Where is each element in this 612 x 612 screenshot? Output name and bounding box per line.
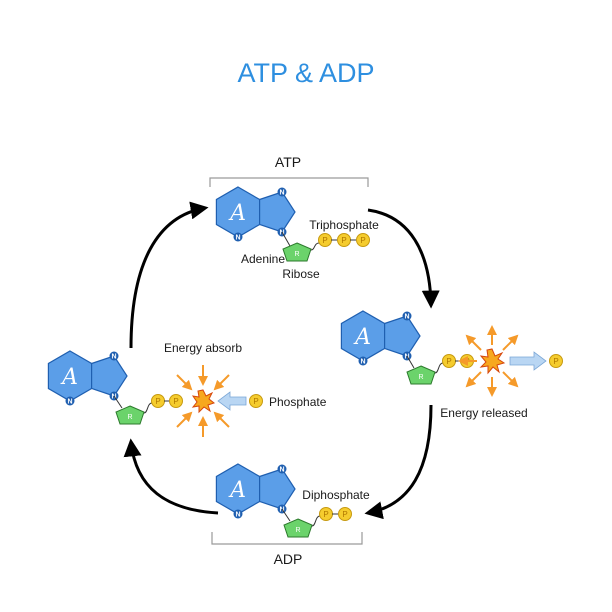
svg-text:N: N: [279, 467, 284, 474]
svg-text:P: P: [253, 397, 258, 406]
cycle-arrow-right-down: [364, 404, 433, 520]
ribose-icon: R: [283, 518, 313, 538]
transfer-arrow-in-icon: [217, 391, 247, 411]
adp-molecule: A N N N R P P Diphosphate: [215, 463, 370, 538]
svg-text:N: N: [235, 512, 240, 519]
svg-text:N: N: [111, 354, 116, 361]
diphosphate-label: Diphosphate: [302, 488, 370, 502]
svg-text:N: N: [67, 399, 72, 406]
transfer-arrow-out-icon: [509, 351, 547, 371]
adenine-letter: A: [228, 201, 246, 226]
energy-burst-icon: [458, 325, 519, 397]
svg-text:P: P: [446, 357, 451, 366]
atp-hydrolysis-molecule: A N N N R P P P: [340, 310, 563, 420]
energy-absorb-label: Energy absorb: [164, 341, 242, 355]
atp-molecule: A N N N R P P P Adenine Ribose Triphosph…: [215, 186, 379, 281]
phosphate-icon: P: [318, 233, 332, 247]
svg-text:P: P: [553, 357, 558, 366]
energy-absorb-burst-icon: [176, 365, 230, 437]
svg-text:P: P: [323, 510, 328, 519]
svg-text:R: R: [295, 527, 300, 534]
adenine-ring-icon: A N N N: [215, 463, 296, 519]
cycle-arrow-left-up: [129, 201, 209, 349]
svg-text:N: N: [404, 314, 409, 321]
svg-text:N: N: [111, 394, 116, 401]
phosphate-icon: P: [356, 233, 370, 247]
cycle-arrows: [123, 201, 440, 520]
ribose-icon: R: [282, 242, 312, 262]
svg-text:P: P: [155, 397, 160, 406]
phosphate-icon: P: [338, 507, 352, 521]
svg-text:N: N: [360, 359, 365, 366]
svg-text:N: N: [404, 354, 409, 361]
phosphate-icon: P: [249, 394, 263, 408]
svg-text:P: P: [342, 510, 347, 519]
svg-text:N: N: [279, 507, 284, 514]
svg-text:P: P: [322, 236, 327, 245]
ribose-icon: R: [406, 365, 436, 385]
adp-bracket: ADP: [211, 532, 363, 567]
svg-text:P: P: [341, 236, 346, 245]
phosphate-icon: P: [442, 354, 456, 368]
cycle-arrow-top-right: [367, 208, 440, 309]
svg-text:A: A: [353, 325, 371, 350]
adenine-label: Adenine: [241, 252, 285, 266]
page-title: ATP & ADP: [237, 58, 374, 88]
phosphate-label: Phosphate: [269, 395, 327, 409]
svg-text:R: R: [418, 374, 423, 381]
atp-bracket: ATP: [209, 154, 369, 187]
svg-text:A: A: [228, 478, 246, 503]
adp-phosphorylation-molecule: A N N N R P P P Energ: [47, 341, 327, 437]
svg-text:N: N: [279, 190, 284, 197]
svg-text:R: R: [294, 251, 299, 258]
cycle-arrow-bottom-left: [123, 438, 219, 515]
phosphate-icon: P: [169, 394, 183, 408]
phosphate-icon: P: [337, 233, 351, 247]
phosphate-icon: P: [151, 394, 165, 408]
triphosphate-label: Triphosphate: [309, 218, 379, 232]
svg-text:R: R: [127, 414, 132, 421]
ribose-label: Ribose: [282, 267, 320, 281]
phosphate-icon: P: [319, 507, 333, 521]
energy-released-label: Energy released: [440, 406, 527, 420]
phosphate-icon: P: [549, 354, 563, 368]
svg-text:P: P: [173, 397, 178, 406]
atp-label: ATP: [275, 154, 301, 170]
ribose-icon: R: [115, 405, 145, 425]
svg-text:N: N: [235, 235, 240, 242]
svg-text:A: A: [60, 365, 78, 390]
svg-text:P: P: [360, 236, 365, 245]
adp-label: ADP: [274, 551, 303, 567]
adenine-ring-icon: A N N N: [215, 186, 296, 242]
